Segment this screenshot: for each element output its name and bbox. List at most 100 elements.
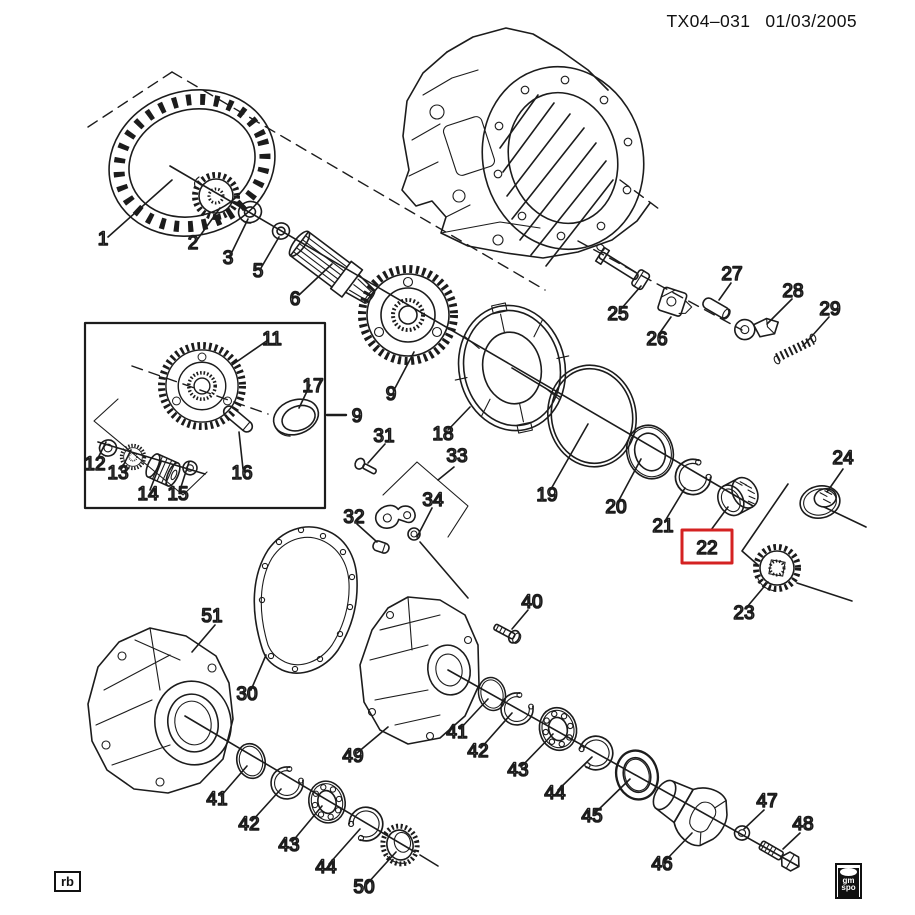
part-6-drawing [288,230,376,304]
callout-12[interactable]: 12 [84,453,107,476]
part-3-drawing [237,200,263,224]
callout-51[interactable]: 51 [201,605,224,628]
part-20-drawing [625,424,675,480]
transmission-case-drawing [401,27,651,267]
part-45-drawing [614,749,660,801]
callout-20[interactable]: 20 [605,496,628,519]
callout-50[interactable]: 50 [353,876,376,899]
part-33-bracket [382,461,469,538]
part-14-drawing [145,453,181,487]
callout-3[interactable]: 3 [222,247,234,270]
callout-42-left[interactable]: 42 [238,813,261,836]
callout-45[interactable]: 45 [581,805,604,828]
gm-spo-logo: gm spo [835,863,862,899]
callout-23[interactable]: 23 [733,602,756,625]
callout-44-left[interactable]: 44 [315,856,338,879]
callout-18[interactable]: 18 [432,423,455,446]
part-48-drawing [758,840,800,872]
callout-25[interactable]: 25 [607,303,630,326]
callout-42-right[interactable]: 42 [467,740,490,763]
drawing-date: 01/03/2005 [765,11,857,31]
part-12-drawing [98,439,118,457]
callout-28[interactable]: 28 [782,280,805,303]
part-50-drawing [380,823,420,867]
callout-5[interactable]: 5 [252,260,264,283]
callout-9[interactable]: 9 [385,383,397,406]
callout-2[interactable]: 2 [187,232,199,255]
part-29-drawing [773,333,817,365]
rb-logo-text: rb [61,874,74,889]
callout-48[interactable]: 48 [792,813,815,836]
callout-34[interactable]: 34 [422,489,445,512]
callout-33[interactable]: 33 [446,445,469,468]
part-46-drawing [652,779,728,847]
part-49-drawing [359,596,480,745]
callout-44-right[interactable]: 44 [544,782,567,805]
callout-16[interactable]: 16 [231,462,254,485]
callout-47[interactable]: 47 [756,790,779,813]
part-43-right-drawing [534,702,582,756]
inset-frame [93,398,208,496]
callout-31[interactable]: 31 [373,425,396,448]
part-24-drawing [799,485,841,519]
highlight-box-22 [680,528,734,565]
part-28-drawing [734,317,779,341]
callout-43-right[interactable]: 43 [507,759,530,782]
leader-lines [96,179,844,885]
part-1-drawing [108,88,276,238]
callout-9-inset[interactable]: 9 [351,405,363,428]
part-11-drawing [162,346,243,427]
callout-41-right[interactable]: 41 [446,721,469,744]
callout-21[interactable]: 21 [652,515,675,538]
callout-26[interactable]: 26 [646,328,669,351]
part-18-drawing [454,302,570,434]
callout-15[interactable]: 15 [167,483,190,506]
part-5-drawing [271,222,291,240]
gm-logo-oval-icon [840,868,857,876]
part-31-drawing [354,457,377,475]
part-33-lever-drawing [375,504,416,529]
callout-14[interactable]: 14 [137,483,160,506]
part-32-drawing [372,540,390,554]
part-2-drawing [195,175,237,217]
rb-logo: rb [54,871,81,892]
part-9-drawing [362,269,454,361]
part-51-drawing [87,627,234,794]
callout-11[interactable]: 11 [261,328,282,351]
part-30-drawing [253,526,358,674]
callout-32[interactable]: 32 [343,506,366,529]
callout-24[interactable]: 24 [832,447,855,470]
part-34-drawing [407,527,421,541]
callout-40[interactable]: 40 [521,591,544,614]
gm-spo-logo-inner: gm spo [838,868,859,898]
part-16-drawing [222,405,254,433]
callout-1[interactable]: 1 [97,228,109,251]
part-27-drawing [702,297,731,320]
part-25-drawing [594,243,651,291]
drawing-number: TX04–031 [666,11,751,31]
part-47-drawing [733,825,751,841]
part-40-drawing [493,623,522,644]
part-23-drawing [756,547,798,591]
callout-27[interactable]: 27 [721,263,744,286]
gm-logo-text-line2: spo [841,883,856,892]
callout-6[interactable]: 6 [289,288,301,311]
callout-49[interactable]: 49 [342,745,365,768]
callout-43-left[interactable]: 43 [278,834,301,857]
callout-labels: 1 2 3 5 6 9 9 11 12 13 14 15 16 17 18 19… [84,228,855,899]
inset-detail-box [83,321,327,510]
part-26-drawing [657,286,693,317]
gm-logo-text-line1: gm [842,876,855,885]
callout-41-left[interactable]: 41 [206,788,229,811]
callout-30[interactable]: 30 [236,683,259,706]
part-19-drawing [546,364,638,468]
callout-22[interactable]: 22 [696,537,719,560]
callout-46[interactable]: 46 [651,853,674,876]
callout-13[interactable]: 13 [107,462,130,485]
part-22-drawing [717,476,759,517]
callout-17[interactable]: 17 [302,375,325,398]
callout-29[interactable]: 29 [819,298,842,321]
projection-lines [87,71,743,415]
callout-19[interactable]: 19 [536,484,559,507]
